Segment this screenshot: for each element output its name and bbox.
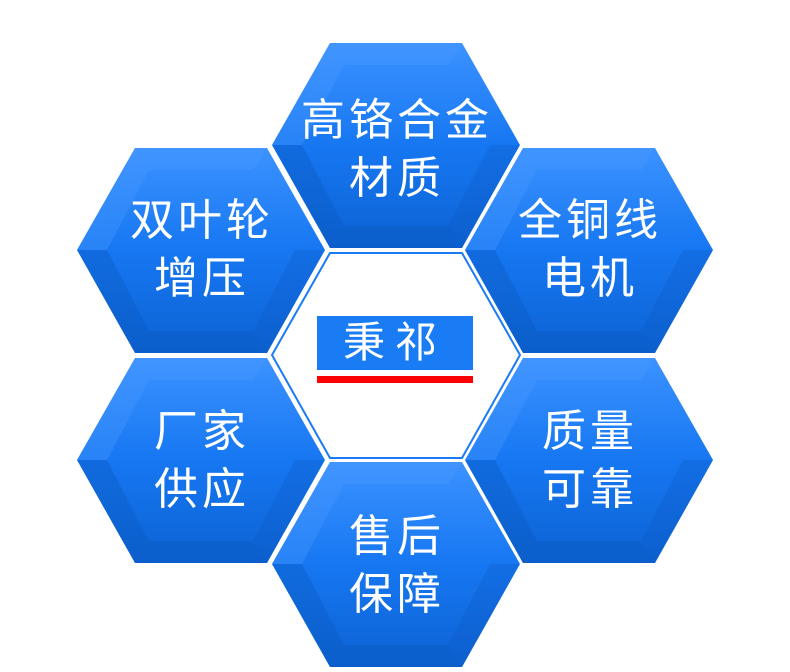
hex-lower-right	[465, 358, 713, 563]
hex-bottom	[272, 462, 520, 667]
hex-bottom-label: 售后 保障	[272, 508, 522, 624]
hex-upper-right-line1: 全铜线	[518, 195, 662, 246]
hex-upper-right-label: 全铜线 电机	[465, 192, 715, 308]
hex-bottom-line2: 保障	[349, 569, 445, 620]
hex-lower-left-line2: 供应	[154, 464, 250, 515]
hex-upper-left-line2: 增压	[154, 253, 250, 304]
brand-underline	[317, 376, 473, 383]
hex-lower-right-line2: 可靠	[542, 464, 638, 515]
hex-upper-right	[465, 148, 713, 353]
hex-bottom-line1: 售后	[349, 511, 445, 562]
hex-top-line2: 材质	[349, 153, 445, 204]
hex-upper-left	[77, 148, 325, 353]
hex-top	[272, 43, 520, 248]
hex-lower-left-label: 厂家 供应	[77, 403, 327, 519]
hex-lower-left	[77, 358, 325, 563]
hex-lower-left-line1: 厂家	[154, 406, 250, 457]
brand-name: 秉祁	[317, 316, 473, 370]
hex-lower-right-line1: 质量	[542, 406, 638, 457]
hex-top-label: 高铬合金 材质	[272, 92, 522, 208]
hex-upper-right-line2: 电机	[542, 253, 638, 304]
hex-lower-right-label: 质量 可靠	[465, 403, 715, 519]
hex-upper-left-line1: 双叶轮	[130, 195, 274, 246]
hex-top-line1: 高铬合金	[301, 95, 493, 146]
hex-upper-left-label: 双叶轮 增压	[77, 192, 327, 308]
